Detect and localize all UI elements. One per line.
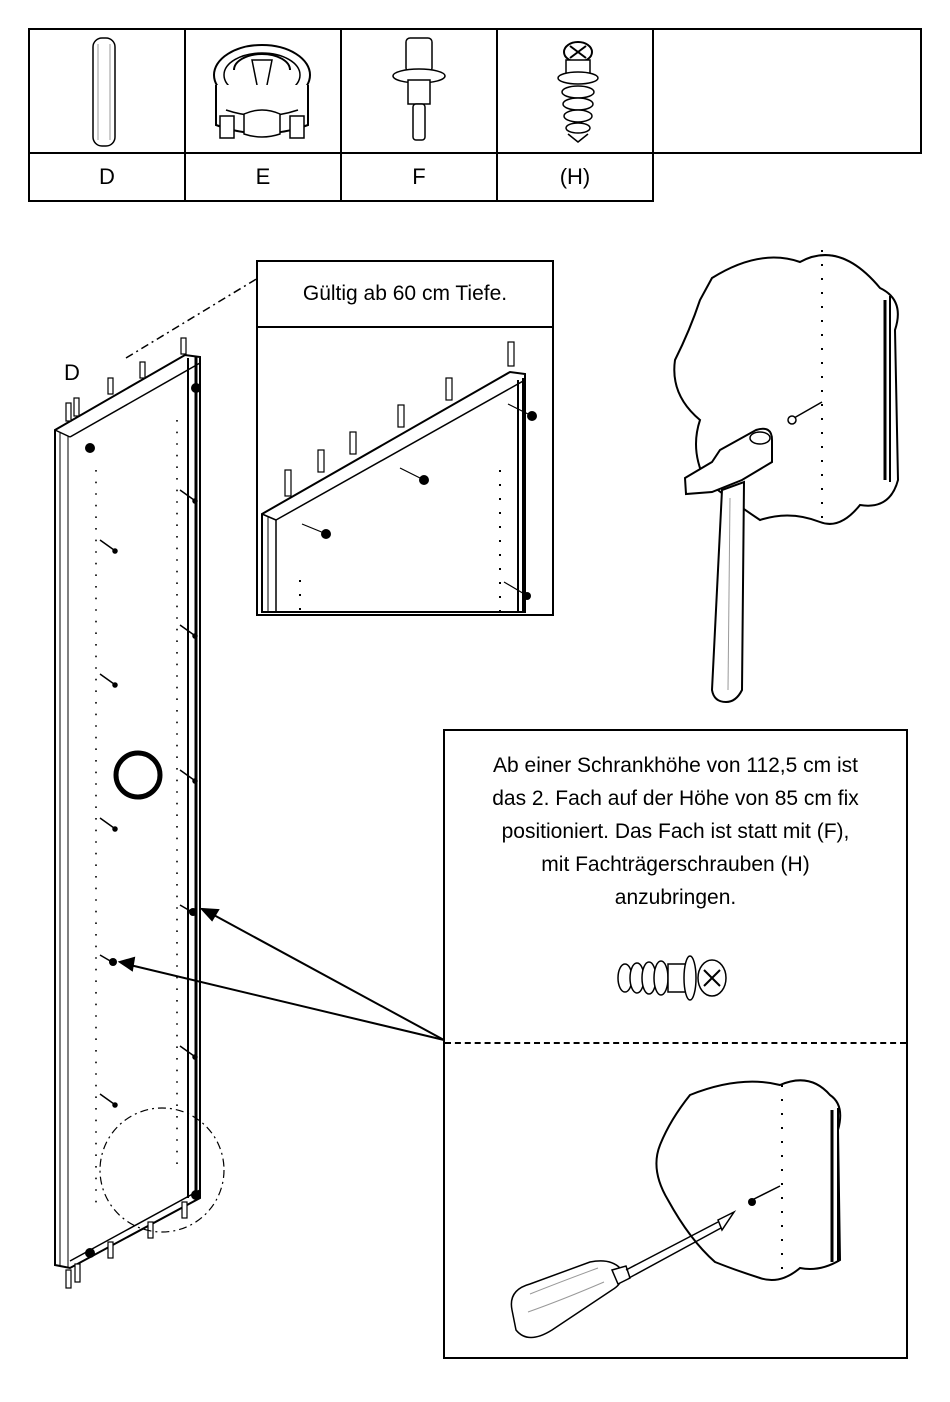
note-divider — [445, 1042, 906, 1044]
note-box: Ab einer Schrankhöhe von 112,5 cm ist da… — [443, 729, 908, 1359]
part-label-f: F — [340, 152, 498, 202]
part-image-cell-e — [184, 28, 342, 154]
part-image-cell-h — [496, 28, 654, 154]
shelf-pins-left — [100, 540, 117, 1107]
label-e: E — [100, 452, 115, 478]
dowels-bottom — [66, 1202, 187, 1288]
dowel-icon — [30, 30, 188, 156]
hammer-icon — [685, 429, 772, 702]
part-label-d: D — [28, 152, 186, 202]
cam-lock-icon — [186, 30, 344, 156]
part-label-h: (H) — [496, 152, 654, 202]
part-label-e: E — [184, 152, 342, 202]
inset-box: Gültig ab 60 cm Tiefe. — [256, 260, 554, 616]
shelf-pins-right — [180, 490, 197, 1059]
note-line-1: Ab einer Schrankhöhe von 112,5 cm ist — [445, 749, 906, 782]
detail-circle — [100, 1108, 224, 1232]
dowels-top — [66, 338, 186, 421]
hole-marker-circle — [116, 753, 160, 797]
side-panel — [55, 355, 200, 1268]
shelf-pin-icon — [342, 30, 500, 156]
note-line-4: mit Fachträgerschrauben (H) — [445, 848, 906, 881]
inset-caption: Gültig ab 60 cm Tiefe. — [258, 262, 552, 328]
shelf-screw-icon — [498, 30, 656, 156]
pointer-arrows — [120, 909, 444, 1040]
note-line-3: positioniert. Das Fach ist statt mit (F)… — [445, 815, 906, 848]
label-d: D — [64, 360, 80, 386]
part-image-cell-f — [340, 28, 498, 154]
note-text: Ab einer Schrankhöhe von 112,5 cm ist da… — [445, 731, 906, 914]
hammer-detail — [674, 250, 898, 702]
note-line-2: das 2. Fach auf der Höhe von 85 cm fix — [445, 782, 906, 815]
cam-locks — [85, 383, 201, 1258]
note-line-5: anzubringen. — [445, 881, 906, 914]
inset-leader-line — [126, 278, 258, 358]
part-image-cell-d — [28, 28, 186, 154]
part-image-cell-empty — [652, 28, 922, 154]
label-f: F — [764, 374, 777, 400]
shelf-screws-fixed — [100, 905, 197, 966]
